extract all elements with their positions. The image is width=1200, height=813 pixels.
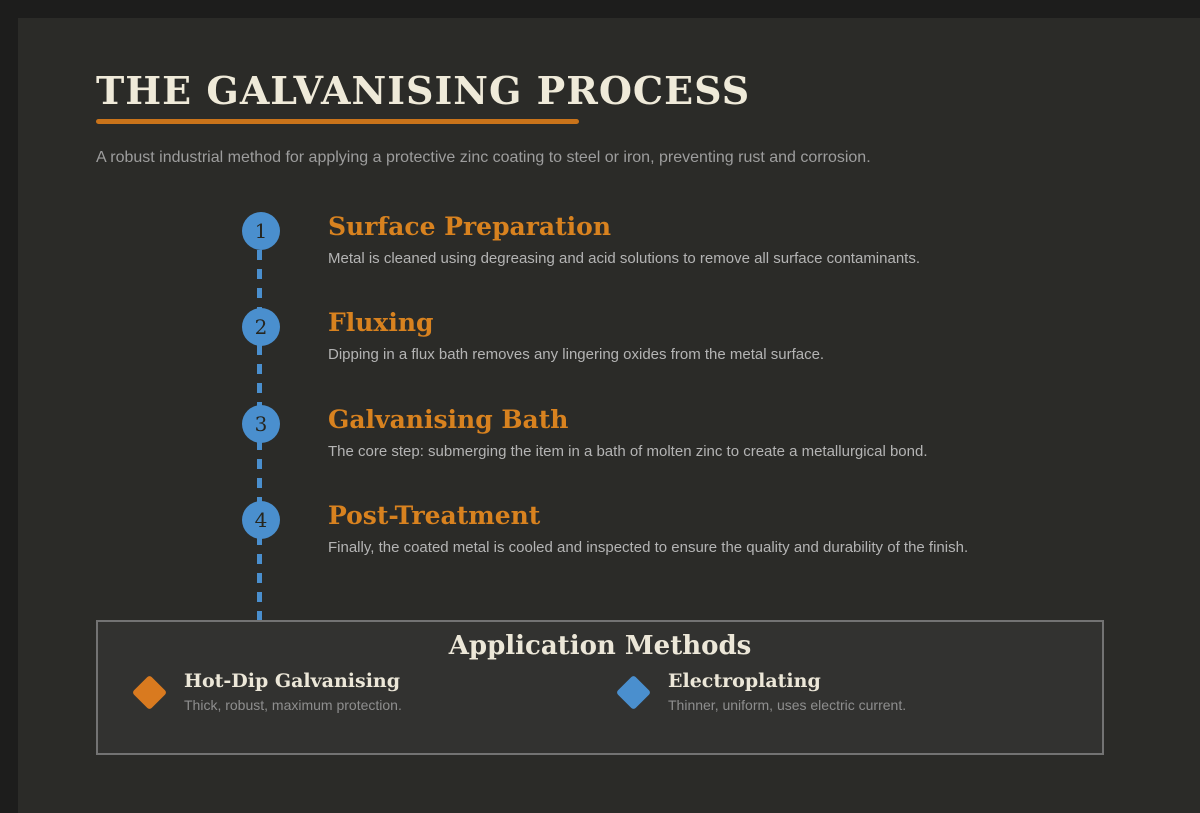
page-title: THE GALVANISING PROCESS [96,68,751,113]
step-description: Metal is cleaned using degreasing and ac… [328,250,921,267]
infographic-panel: THE GALVANISING PROCESS A robust industr… [18,18,1200,813]
step-title: Post-Treatment [328,501,541,530]
step-description: Finally, the coated metal is cooled and … [328,539,969,556]
step-number-badge: 4 [242,501,280,539]
application-methods-box: Application Methods Hot-Dip Galvanising … [96,620,1104,755]
method-hot-dip-galvanising: Hot-Dip Galvanising Thick, robust, maxim… [131,670,402,714]
step-title: Surface Preparation [328,212,612,241]
method-electroplating: Electroplating Thinner, uniform, uses el… [615,670,907,714]
title-underline [96,119,579,124]
method-description: Thick, robust, maximum protection. [184,697,402,713]
method-label: Hot-Dip Galvanising [184,670,401,692]
step-number-badge: 1 [242,212,280,250]
orange-diamond-icon [131,674,167,710]
blue-diamond-icon [615,674,651,710]
step-number-badge: 2 [242,308,280,346]
step-number-badge: 3 [242,405,280,443]
application-methods-title: Application Methods [448,631,752,661]
step-description: The core step: submerging the item in a … [328,443,928,460]
page-subtitle: A robust industrial method for applying … [96,149,871,166]
step-title: Fluxing [328,308,434,337]
step-title: Galvanising Bath [328,405,569,434]
step-description: Dipping in a flux bath removes any linge… [328,346,825,363]
method-description: Thinner, uniform, uses electric current. [668,697,907,713]
method-label: Electroplating [668,670,821,692]
